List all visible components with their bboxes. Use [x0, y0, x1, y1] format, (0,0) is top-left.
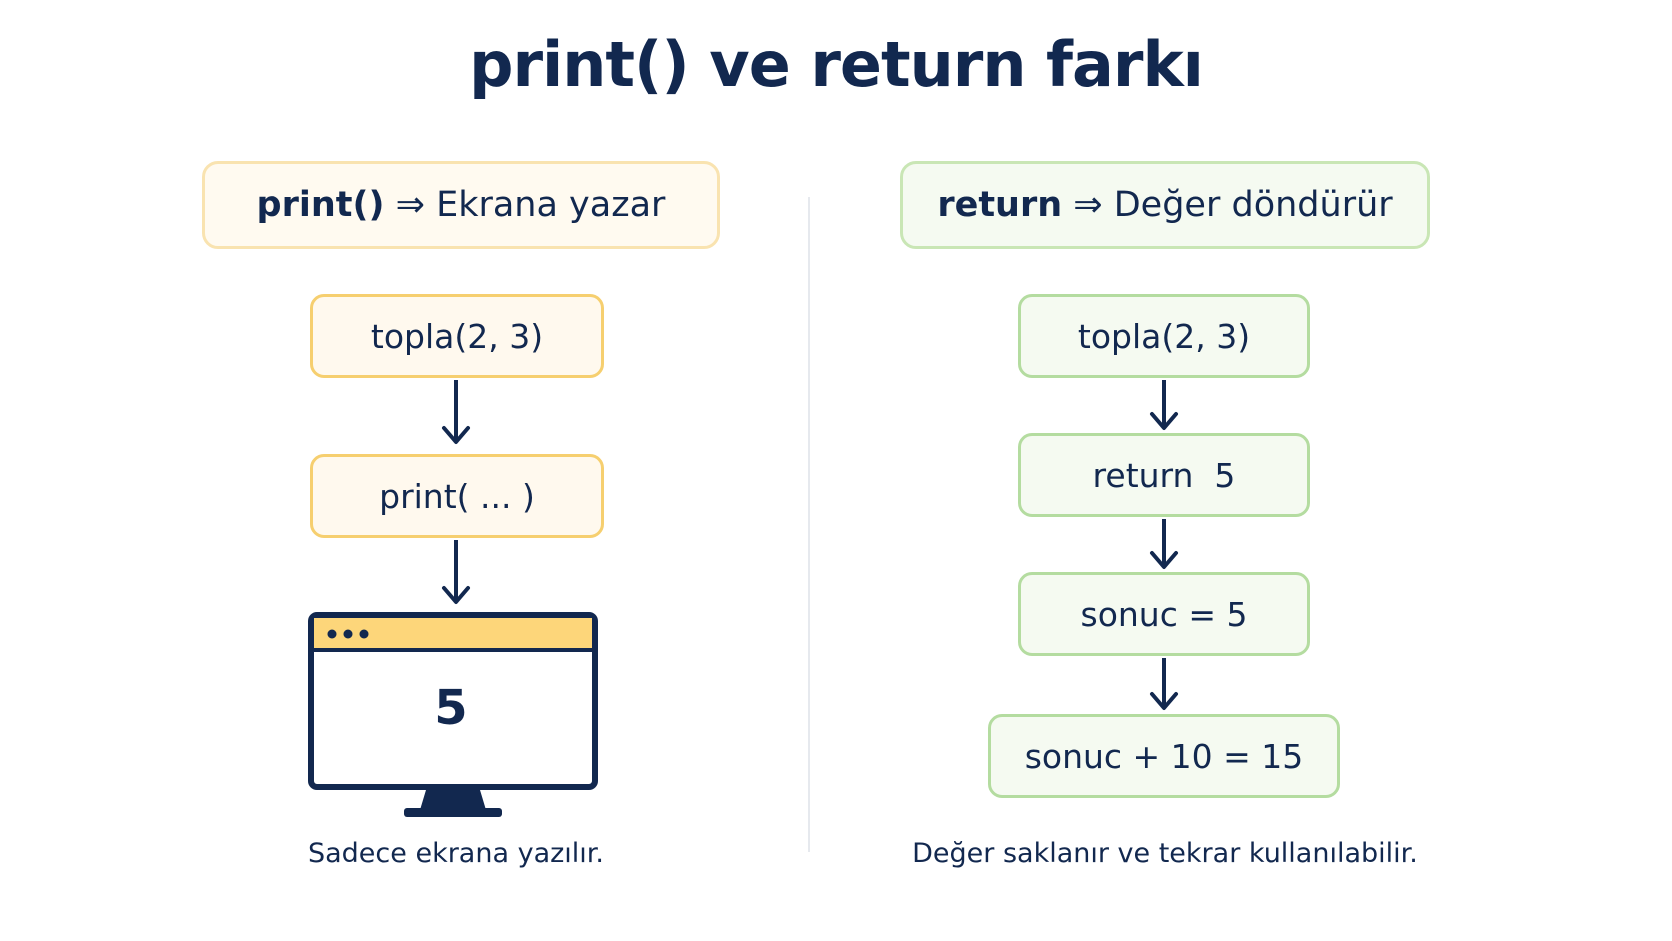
- print-header-keyword: print(): [256, 185, 385, 225]
- right-node-sonuc-plus-label: sonuc + 10 = 15: [1024, 736, 1304, 776]
- left-node-topla-label: topla(2, 3): [370, 316, 544, 356]
- right-node-return-label: return 5: [1092, 455, 1236, 495]
- right-arrow-down-3: [1150, 658, 1178, 710]
- print-header-box: print() ⇒ Ekrana yazar: [202, 161, 720, 249]
- left-node-print-label: print( ... ): [379, 476, 535, 516]
- left-node-topla: topla(2, 3): [310, 294, 604, 378]
- right-arrow-down-2: [1150, 519, 1178, 569]
- right-node-topla: topla(2, 3): [1018, 294, 1310, 378]
- right-node-sonuc-label: sonuc = 5: [1080, 594, 1248, 634]
- screen-output-value: 5: [434, 680, 468, 736]
- right-node-topla-label: topla(2, 3): [1077, 316, 1251, 356]
- print-header-text: ⇒ Ekrana yazar: [384, 185, 666, 225]
- page-title: print() ve return farkı: [469, 28, 1204, 101]
- left-caption: Sadece ekrana yazılır.: [307, 838, 604, 869]
- return-header-keyword: return: [937, 185, 1063, 225]
- right-caption: Değer saklanır ve tekrar kullanılabilir.: [912, 838, 1418, 869]
- right-node-return: return 5: [1018, 433, 1310, 517]
- center-divider: [808, 197, 810, 852]
- return-header-text: ⇒ Değer döndürür: [1062, 185, 1393, 225]
- right-node-sonuc-plus: sonuc + 10 = 15: [988, 714, 1340, 798]
- right-arrow-down-1: [1150, 380, 1178, 430]
- monitor-icon: [308, 612, 598, 817]
- left-arrow-down-1: [442, 380, 470, 444]
- return-header-box: return ⇒ Değer döndürür: [900, 161, 1430, 249]
- right-node-sonuc: sonuc = 5: [1018, 572, 1310, 656]
- left-arrow-down-2: [442, 540, 470, 604]
- left-node-print: print( ... ): [310, 454, 604, 538]
